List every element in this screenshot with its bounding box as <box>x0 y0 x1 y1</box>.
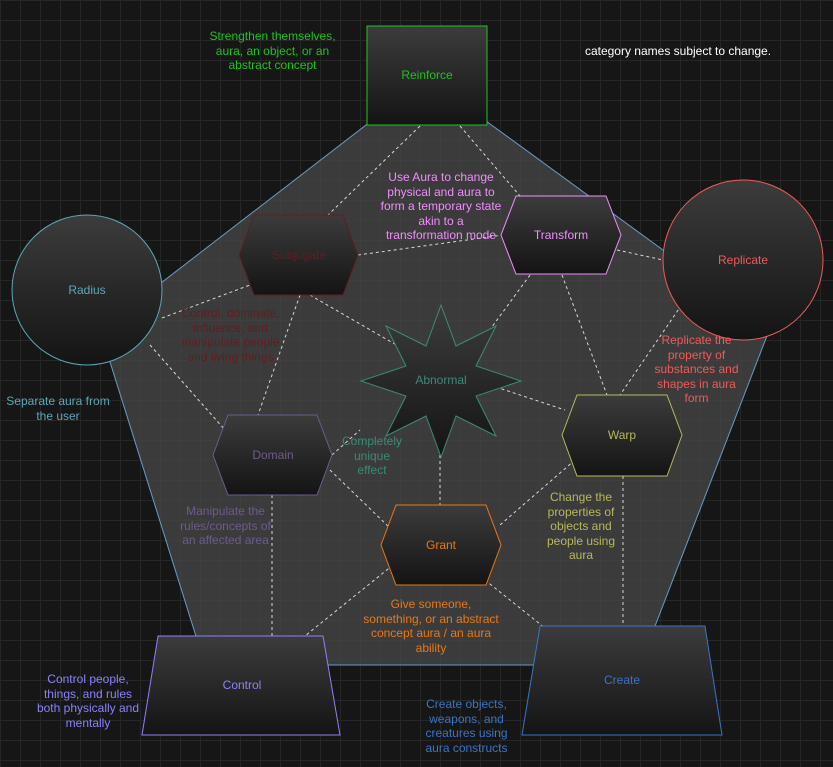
replicate-label: Replicate <box>717 253 769 267</box>
grant-label: Grant <box>425 538 456 552</box>
abnormal-label: Abnormal <box>415 373 467 387</box>
connector-lines <box>149 125 686 641</box>
reinforce-node[interactable] <box>366 25 488 126</box>
reinforce-label: Reinforce <box>401 68 453 82</box>
warp-label: Warp <box>607 428 637 442</box>
abnormal-description: Completely unique effect <box>341 434 403 477</box>
connector-line <box>161 284 251 319</box>
connector-line <box>357 234 504 256</box>
domain-label: Domain <box>252 448 294 462</box>
transform-description: Use Aura to change physical and aura to … <box>380 170 502 242</box>
domain-node[interactable] <box>212 414 333 496</box>
connector-line <box>329 469 393 531</box>
control-label: Control <box>222 678 262 692</box>
create-node[interactable] <box>521 625 723 736</box>
note-text: category names subject to change. <box>584 44 772 58</box>
subjugate-description: Control, dominate, influence, and manipu… <box>181 306 280 364</box>
create-description: Create objects, weapons, and creatures u… <box>425 697 508 755</box>
transform-label: Transform <box>533 228 589 242</box>
subjugate-node[interactable] <box>238 214 359 296</box>
connector-line <box>299 564 394 641</box>
create-label: Create <box>603 673 641 687</box>
radius-node[interactable] <box>11 214 163 366</box>
radius-description: Separate aura from the user <box>6 394 110 423</box>
connector-line <box>149 344 226 431</box>
grant-description: Give someone, something, or an abstract … <box>363 597 499 655</box>
control-description: Control people, things, and rules both p… <box>36 672 140 730</box>
connector-line <box>489 384 566 411</box>
connector-line <box>619 299 686 396</box>
connector-line <box>616 249 664 261</box>
control-node[interactable] <box>141 635 341 736</box>
connector-line <box>499 459 576 526</box>
connector-line <box>309 294 406 351</box>
reinforce-description: Strengthen themselves, aura, an object, … <box>209 29 336 72</box>
domain-description: Manipulate the rules/concepts of an affe… <box>180 504 271 547</box>
connector-line <box>484 579 546 629</box>
warp-description: Change the properties of objects and peo… <box>546 490 616 562</box>
radius-label: Radius <box>68 283 106 297</box>
abnormal-node[interactable] <box>359 303 523 459</box>
subjugate-label: Subjugate <box>271 248 327 262</box>
replicate-node[interactable] <box>662 179 824 341</box>
connector-line <box>331 429 361 456</box>
replicate-description: Replicate the property of substances and… <box>654 333 739 405</box>
transform-node[interactable] <box>500 195 622 275</box>
warp-node[interactable] <box>561 394 683 477</box>
grant-node[interactable] <box>380 504 502 586</box>
